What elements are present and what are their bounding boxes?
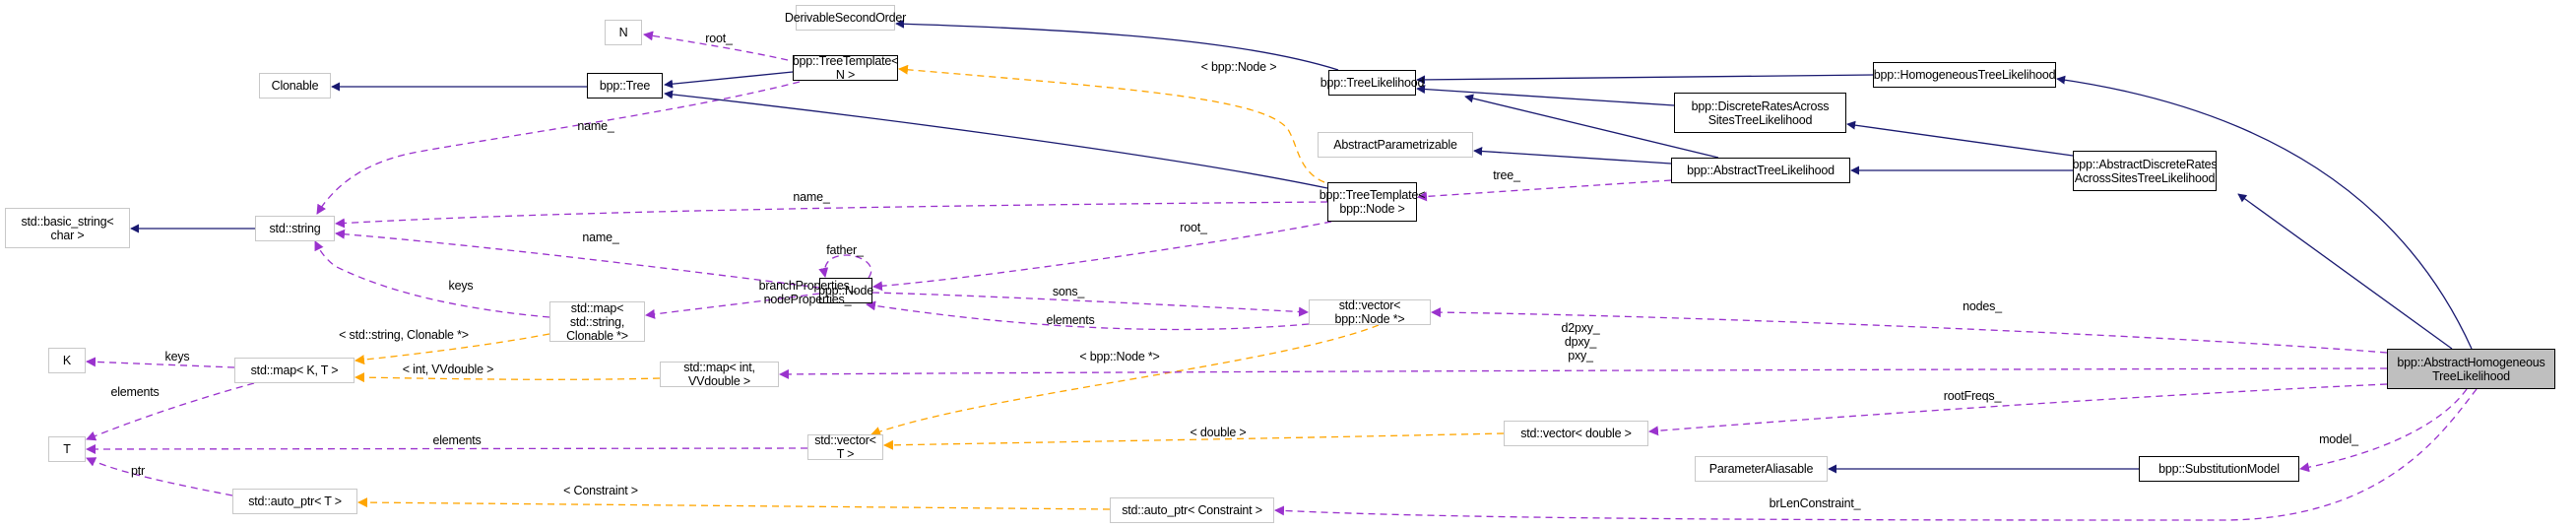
class-node-DiscreteRatesAcrossSitesTreeLikelihood[interactable]: bpp::DiscreteRatesAcross SitesTreeLikeli…: [1674, 93, 1846, 133]
class-node-string: std::string: [255, 216, 335, 241]
edge-label: < double >: [1190, 426, 1247, 439]
class-node-vector-node: std::vector< bpp::Node *>: [1309, 298, 1431, 326]
edge-inheritance-TreeLikelihood-to-DerivableSecondOrder: [895, 19, 1339, 71]
edge-label: name_: [793, 190, 830, 204]
edge-inheritance-DiscreteRatesAcrossSitesTreeLikelihood-to-TreeLikelihood: [1416, 85, 1675, 106]
edge-usage-TreeTemplateNode-to-string: [335, 201, 1328, 229]
class-node-AbstractHomogeneousTreeLikelihood: bpp::AbstractHomogeneous TreeLikelihood: [2387, 349, 2555, 389]
edge-usage-Node-to-Node: [818, 254, 872, 279]
edge-usage-AbstractHomogeneousTreeLikelihood-to-vector_node: [1431, 307, 2388, 354]
class-node-vector-T: std::vector< T >: [807, 433, 883, 461]
edge-label: < int, VVdouble >: [402, 363, 494, 376]
edge-usage-AbstractHomogeneousTreeLikelihood-to-auto_ptr_constraint: [1274, 388, 2478, 521]
class-node-ParameterAliasable: ParameterAliasable: [1695, 456, 1828, 482]
edge-usage-vector_T-to-T: [86, 443, 808, 454]
edge-usage-AbstractTreeLikelihood-to-TreeTemplateNode: [1417, 179, 1672, 202]
edge-label: elements: [110, 385, 160, 399]
class-node-T: T: [48, 436, 86, 462]
edge-usage-AbstractHomogeneousTreeLikelihood-to-vector_double: [1648, 383, 2388, 436]
class-node-TreeLikelihood[interactable]: bpp::TreeLikelihood: [1320, 70, 1424, 96]
edge-label: root_: [705, 32, 733, 45]
edge-usage-TreeTemplateN-to-string: [316, 81, 801, 215]
class-node-TreeTemplateN[interactable]: bpp::TreeTemplate< N >: [792, 54, 899, 82]
edge-usage-TreeTemplateN-to-N: [643, 31, 789, 61]
class-node-HomogeneousTreeLikelihood[interactable]: bpp::HomogeneousTreeLikelihood: [1873, 62, 2056, 88]
edge-template-TreeTemplateNode-to-TreeTemplateN: [898, 64, 1325, 183]
edge-label: < bpp::Node >: [1200, 60, 1277, 74]
class-node-map-int-vvdouble: std::map< int, VVdouble >: [660, 361, 779, 388]
edge-label: sons_: [1052, 285, 1085, 298]
edge-template-map_int_vvdouble-to-map_KT: [354, 372, 661, 383]
edge-usage-map_string_clonable-to-string: [314, 240, 550, 318]
edge-template-vector_node-to-vector_T: [870, 324, 1380, 436]
edge-label: < bpp::Node *>: [1079, 350, 1160, 363]
edge-inheritance-TreeTemplateNode-to-Tree: [664, 90, 1328, 189]
edge-usage-Node-to-map_string_clonable: [645, 293, 820, 319]
edge-label: name_: [582, 231, 619, 244]
class-node-Clonable: Clonable: [259, 73, 331, 99]
edge-label: father_: [826, 243, 864, 257]
edge-layer: [86, 19, 2478, 521]
edge-label: elements: [1046, 313, 1095, 327]
edge-usage-AbstractHomogeneousTreeLikelihood-to-map_int_vvdouble: [779, 367, 2388, 379]
edge-label: root_: [1180, 221, 1207, 234]
edge-label: name_: [577, 119, 614, 133]
edge-label: ptr: [131, 464, 145, 478]
edge-inheritance-TreeTemplateN-to-Tree: [664, 71, 794, 89]
class-node-TreeTemplateNode[interactable]: bpp::TreeTemplate< bpp::Node >: [1320, 182, 1425, 222]
edge-label: tree_: [1493, 168, 1520, 182]
edge-label: < Constraint >: [563, 484, 638, 497]
class-node-DerivableSecondOrder: DerivableSecondOrder: [785, 5, 906, 31]
edge-label: rootFreqs_: [1943, 389, 2002, 403]
edge-label: < std::string, Clonable *>: [339, 328, 469, 342]
class-node-vector-double: std::vector< double >: [1504, 421, 1648, 446]
edge-template-auto_ptr_constraint-to-auto_ptr_T: [357, 497, 1111, 510]
edge-inheritance-AbstractTreeLikelihood-to-TreeLikelihood: [1464, 94, 1719, 159]
edge-usage-AbstractHomogeneousTreeLikelihood-to-SubstitutionModel: [2299, 388, 2468, 473]
edge-usage-vector_node-to-Node: [866, 300, 1310, 331]
class-node-auto-ptr-constraint: std::auto_ptr< Constraint >: [1110, 497, 1274, 523]
edge-inheritance-AbstractHomogeneousTreeLikelihood-to-HomogeneousTreeLikelihood: [2056, 75, 2473, 350]
edge-label: keys: [448, 279, 474, 293]
edge-usage-auto_ptr_T-to-T: [86, 457, 233, 496]
edge-usage-map_KT-to-T: [86, 382, 255, 441]
class-node-Node[interactable]: bpp::Node: [818, 278, 873, 303]
edge-template-map_string_clonable-to-map_KT: [354, 333, 550, 365]
edge-label: elements: [432, 433, 482, 447]
edge-template-vector_double-to-vector_T: [883, 432, 1505, 450]
class-node-auto-ptr-T: std::auto_ptr< T >: [232, 489, 357, 514]
class-node-K: K: [48, 348, 86, 373]
class-node-AbstractDiscreteRatesAcrossSitesTreeLikelihood[interactable]: bpp::AbstractDiscreteRates AcrossSitesTr…: [2073, 151, 2218, 191]
edge-label: keys: [164, 350, 190, 363]
class-node-Tree[interactable]: bpp::Tree: [587, 73, 663, 99]
class-node-N: N: [605, 20, 642, 45]
edge-label: nodes_: [1963, 299, 2002, 313]
class-node-AbstractTreeLikelihood[interactable]: bpp::AbstractTreeLikelihood: [1671, 158, 1850, 183]
edge-label: model_: [2319, 432, 2358, 446]
edge-usage-Node-to-vector_node: [871, 292, 1309, 317]
edge-label: brLenConstraint_: [1769, 496, 1861, 510]
class-node-map-string-clonable: std::map< std::string, Clonable *>: [549, 301, 645, 343]
edge-label: branchProperties_ nodeProperties_: [758, 279, 857, 306]
edge-usage-TreeTemplateNode-to-Node: [872, 221, 1332, 292]
class-node-AbstractParametrizable: AbstractParametrizable: [1318, 132, 1473, 158]
edge-inheritance-AbstractTreeLikelihood-to-AbstractParametrizable: [1473, 147, 1672, 165]
edge-label: d2pxy_ dpxy_ pxy_: [1561, 321, 1600, 363]
class-node-SubstitutionModel[interactable]: bpp::SubstitutionModel: [2139, 456, 2299, 482]
class-node-map-KT: std::map< K, T >: [234, 358, 354, 383]
edge-usage-Node-to-string: [335, 229, 820, 289]
edge-inheritance-HomogeneousTreeLikelihood-to-TreeLikelihood: [1416, 74, 1874, 85]
edge-inheritance-AbstractHomogeneousTreeLikelihood-to-AbstractDiscreteRatesAcrossSitesTreeLikelihood: [2237, 193, 2453, 350]
class-node-basic-string: std::basic_string< char >: [5, 208, 130, 248]
edge-usage-map_KT-to-K: [86, 357, 235, 368]
edge-inheritance-AbstractDiscreteRatesAcrossSitesTreeLikelihood-to-DiscreteRatesAcrossSitesTreeLikelihood: [1846, 120, 2074, 157]
